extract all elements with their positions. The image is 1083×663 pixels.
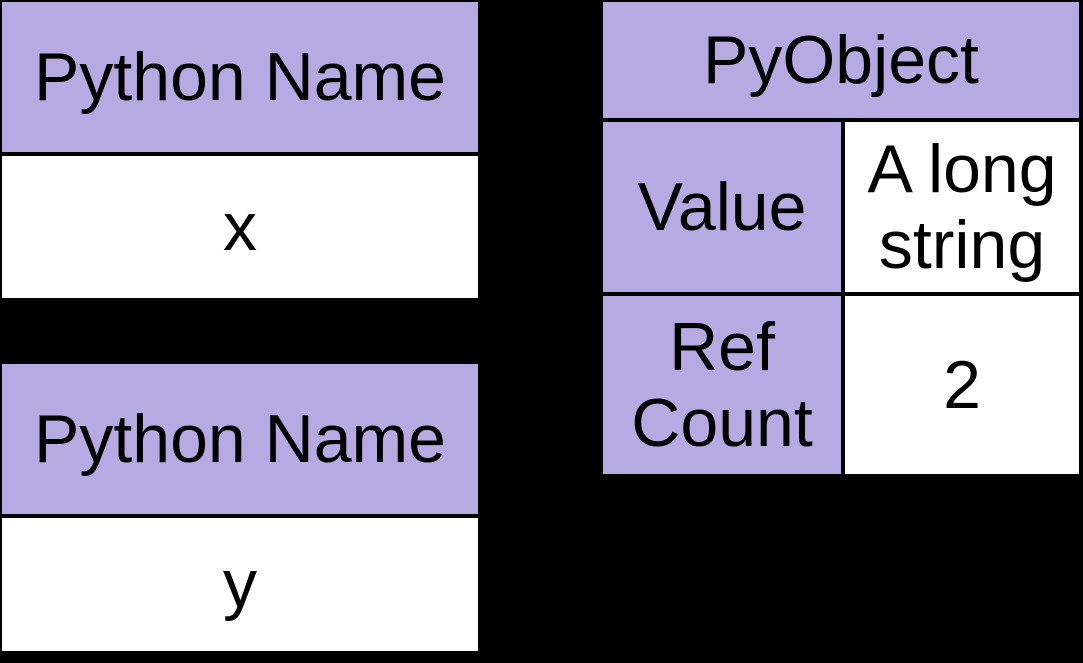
pyobject-table: PyObject Value A long string Ref Count 2 xyxy=(603,2,1079,474)
pyobject-header: PyObject xyxy=(603,2,1079,118)
pyobject-row-value: Value A long string xyxy=(603,122,1079,292)
value-data-cell: A long string xyxy=(845,122,1079,292)
python-name-header-x: Python Name xyxy=(2,2,478,152)
python-name-value-x: x xyxy=(2,156,478,298)
python-name-header-y: Python Name xyxy=(2,364,478,514)
pyobject-row-refcount: Ref Count 2 xyxy=(603,296,1079,474)
value-label-cell: Value xyxy=(603,122,841,292)
python-name-value-y: y xyxy=(2,518,478,651)
python-name-table-x: Python Name x xyxy=(2,2,478,298)
refcount-label-cell: Ref Count xyxy=(603,296,841,474)
python-name-table-y: Python Name y xyxy=(2,364,478,651)
refcount-data-cell: 2 xyxy=(845,296,1079,474)
